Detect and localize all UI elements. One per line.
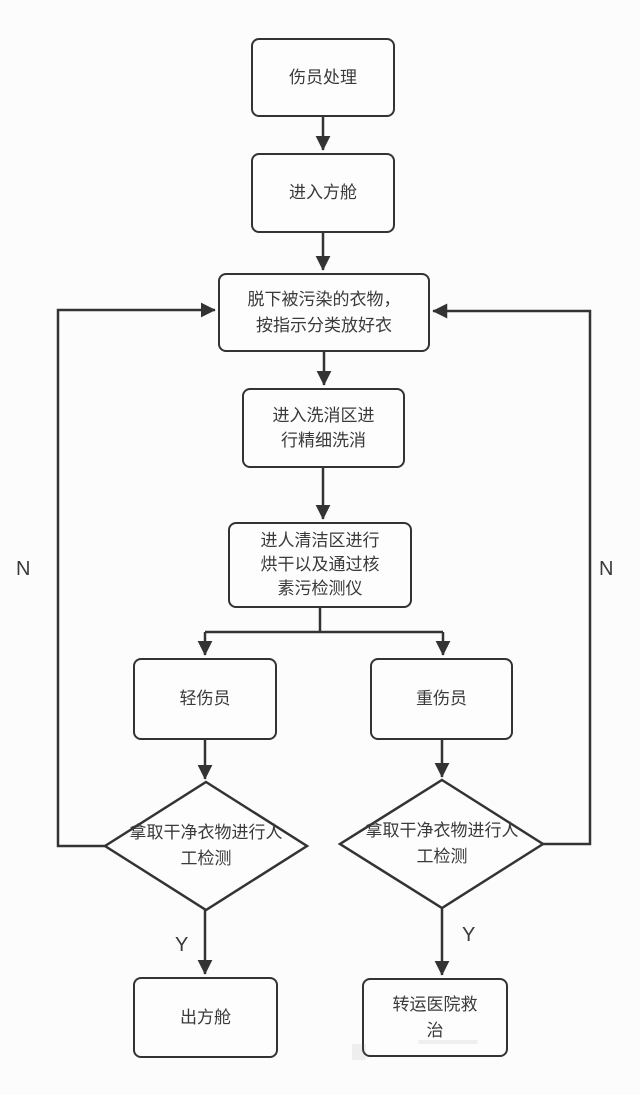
edge-n-loop-right (432, 303, 592, 846)
label-manual-check-right: 拿取干净衣物进行人 工检测 (365, 821, 519, 866)
diamond-manual-check-left (102, 780, 310, 912)
node-transfer-hospital: 转运医院救 治 (362, 978, 508, 1057)
watermark-remnant (352, 1044, 366, 1060)
edge-label-y-left: Y (175, 934, 189, 956)
edge-n-loop-left (56, 302, 216, 848)
node-casualty-handling: 伤员处理 (251, 38, 395, 117)
edge-label-n-right: N (599, 558, 614, 580)
node-washing-area: 进入洗消区进 行精细洗消 (242, 388, 405, 468)
node-severe-casualty: 重伤员 (370, 658, 513, 740)
label-manual-check-left: 拿取干净衣物进行人 工检测 (129, 823, 283, 868)
diamond-manual-check-right (337, 778, 546, 910)
node-exit-cabin: 出方舱 (133, 977, 278, 1058)
watermark-remnant (418, 1040, 478, 1044)
edge-label-y-right: Y (462, 924, 476, 946)
node-clean-area: 进人清洁区进行 烘干以及通过核 素污检测仪 (228, 522, 412, 608)
edge-label-n-left: N (16, 558, 31, 580)
node-remove-contaminated-clothes: 脱下被污染的衣物， 按指示分类放好衣 (218, 273, 430, 352)
node-enter-cabin: 进入方舱 (251, 153, 395, 233)
node-light-casualty: 轻伤员 (133, 658, 277, 740)
